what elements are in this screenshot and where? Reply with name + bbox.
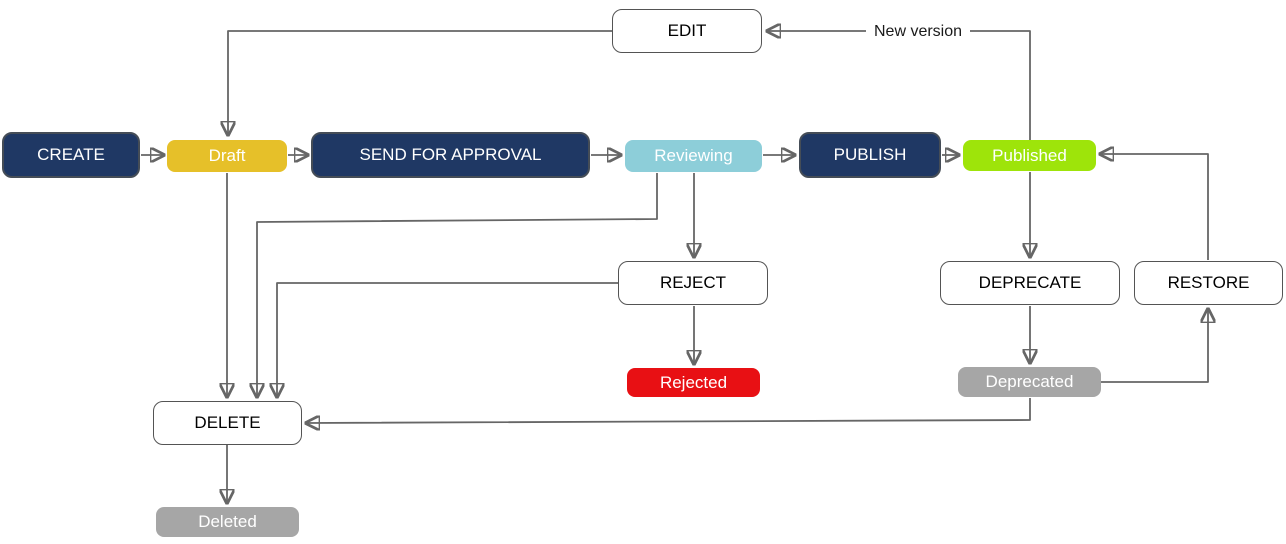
edge-edit-draft [228,30,612,134]
node-rejected: Rejected [627,368,760,397]
node-restore: RESTORE [1134,261,1283,305]
edge-restore-published [1101,154,1209,260]
edge-reviewing-delete [257,173,658,396]
node-published: Published [963,140,1096,171]
node-reviewing: Reviewing [625,140,762,172]
edge-published-edit [768,31,1031,140]
edge-label-new-version: New version [866,22,971,42]
edge-deprecated-delete [307,398,1031,423]
node-edit: EDIT [612,9,762,53]
node-reject: REJECT [618,261,768,305]
node-delete: DELETE [153,401,302,445]
edge-deprecated-restore [1101,310,1208,383]
node-deprecate: DEPRECATE [940,261,1120,305]
node-deprecated: Deprecated [958,367,1101,397]
node-publish: PUBLISH [799,132,941,178]
node-deleted: Deleted [156,507,299,537]
node-send-for-approval: SEND FOR APPROVAL [311,132,590,178]
node-draft: Draft [167,140,287,172]
node-create: CREATE [2,132,140,178]
edge-reject-delete [277,282,618,396]
